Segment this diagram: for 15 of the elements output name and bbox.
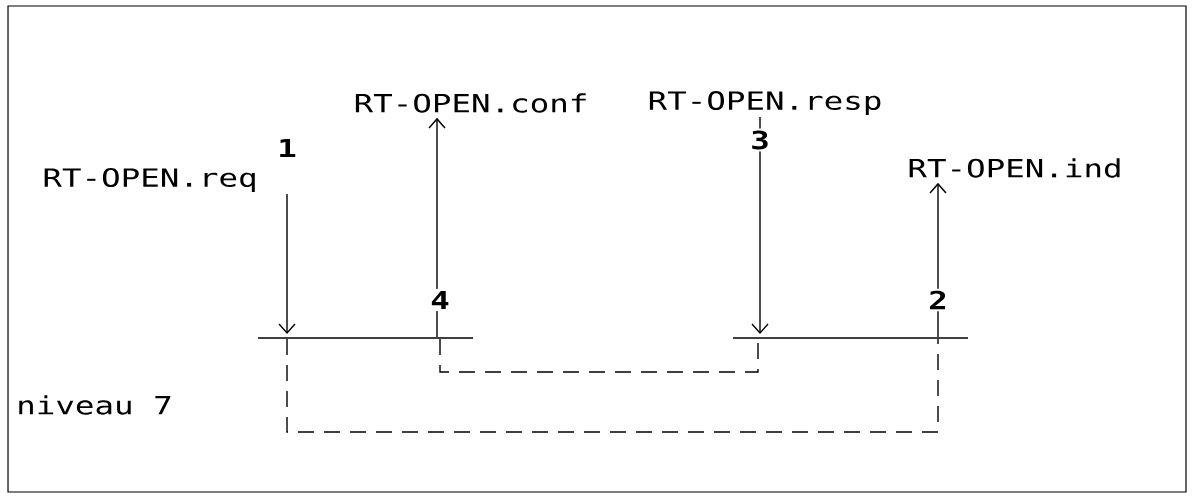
arrow <box>751 116 769 334</box>
primitive-label: RT-OPEN.ind <box>909 158 1120 178</box>
edge-label: 1 <box>280 138 296 158</box>
arrow <box>929 182 947 338</box>
primitive-label: RT-OPEN.conf <box>355 93 586 113</box>
dashed-connector <box>439 338 759 373</box>
primitive-label: RT-OPEN.resp <box>649 91 881 115</box>
primitive-label: RT-OPEN.req <box>44 168 255 192</box>
edge-label: 2 <box>926 288 950 312</box>
edge-label: 4 <box>428 288 452 312</box>
layer-label: niveau 7 <box>19 395 171 415</box>
arrow <box>428 117 446 338</box>
arrow <box>278 193 296 334</box>
dashed-connector <box>286 338 939 433</box>
edge-label: 3 <box>748 128 772 152</box>
